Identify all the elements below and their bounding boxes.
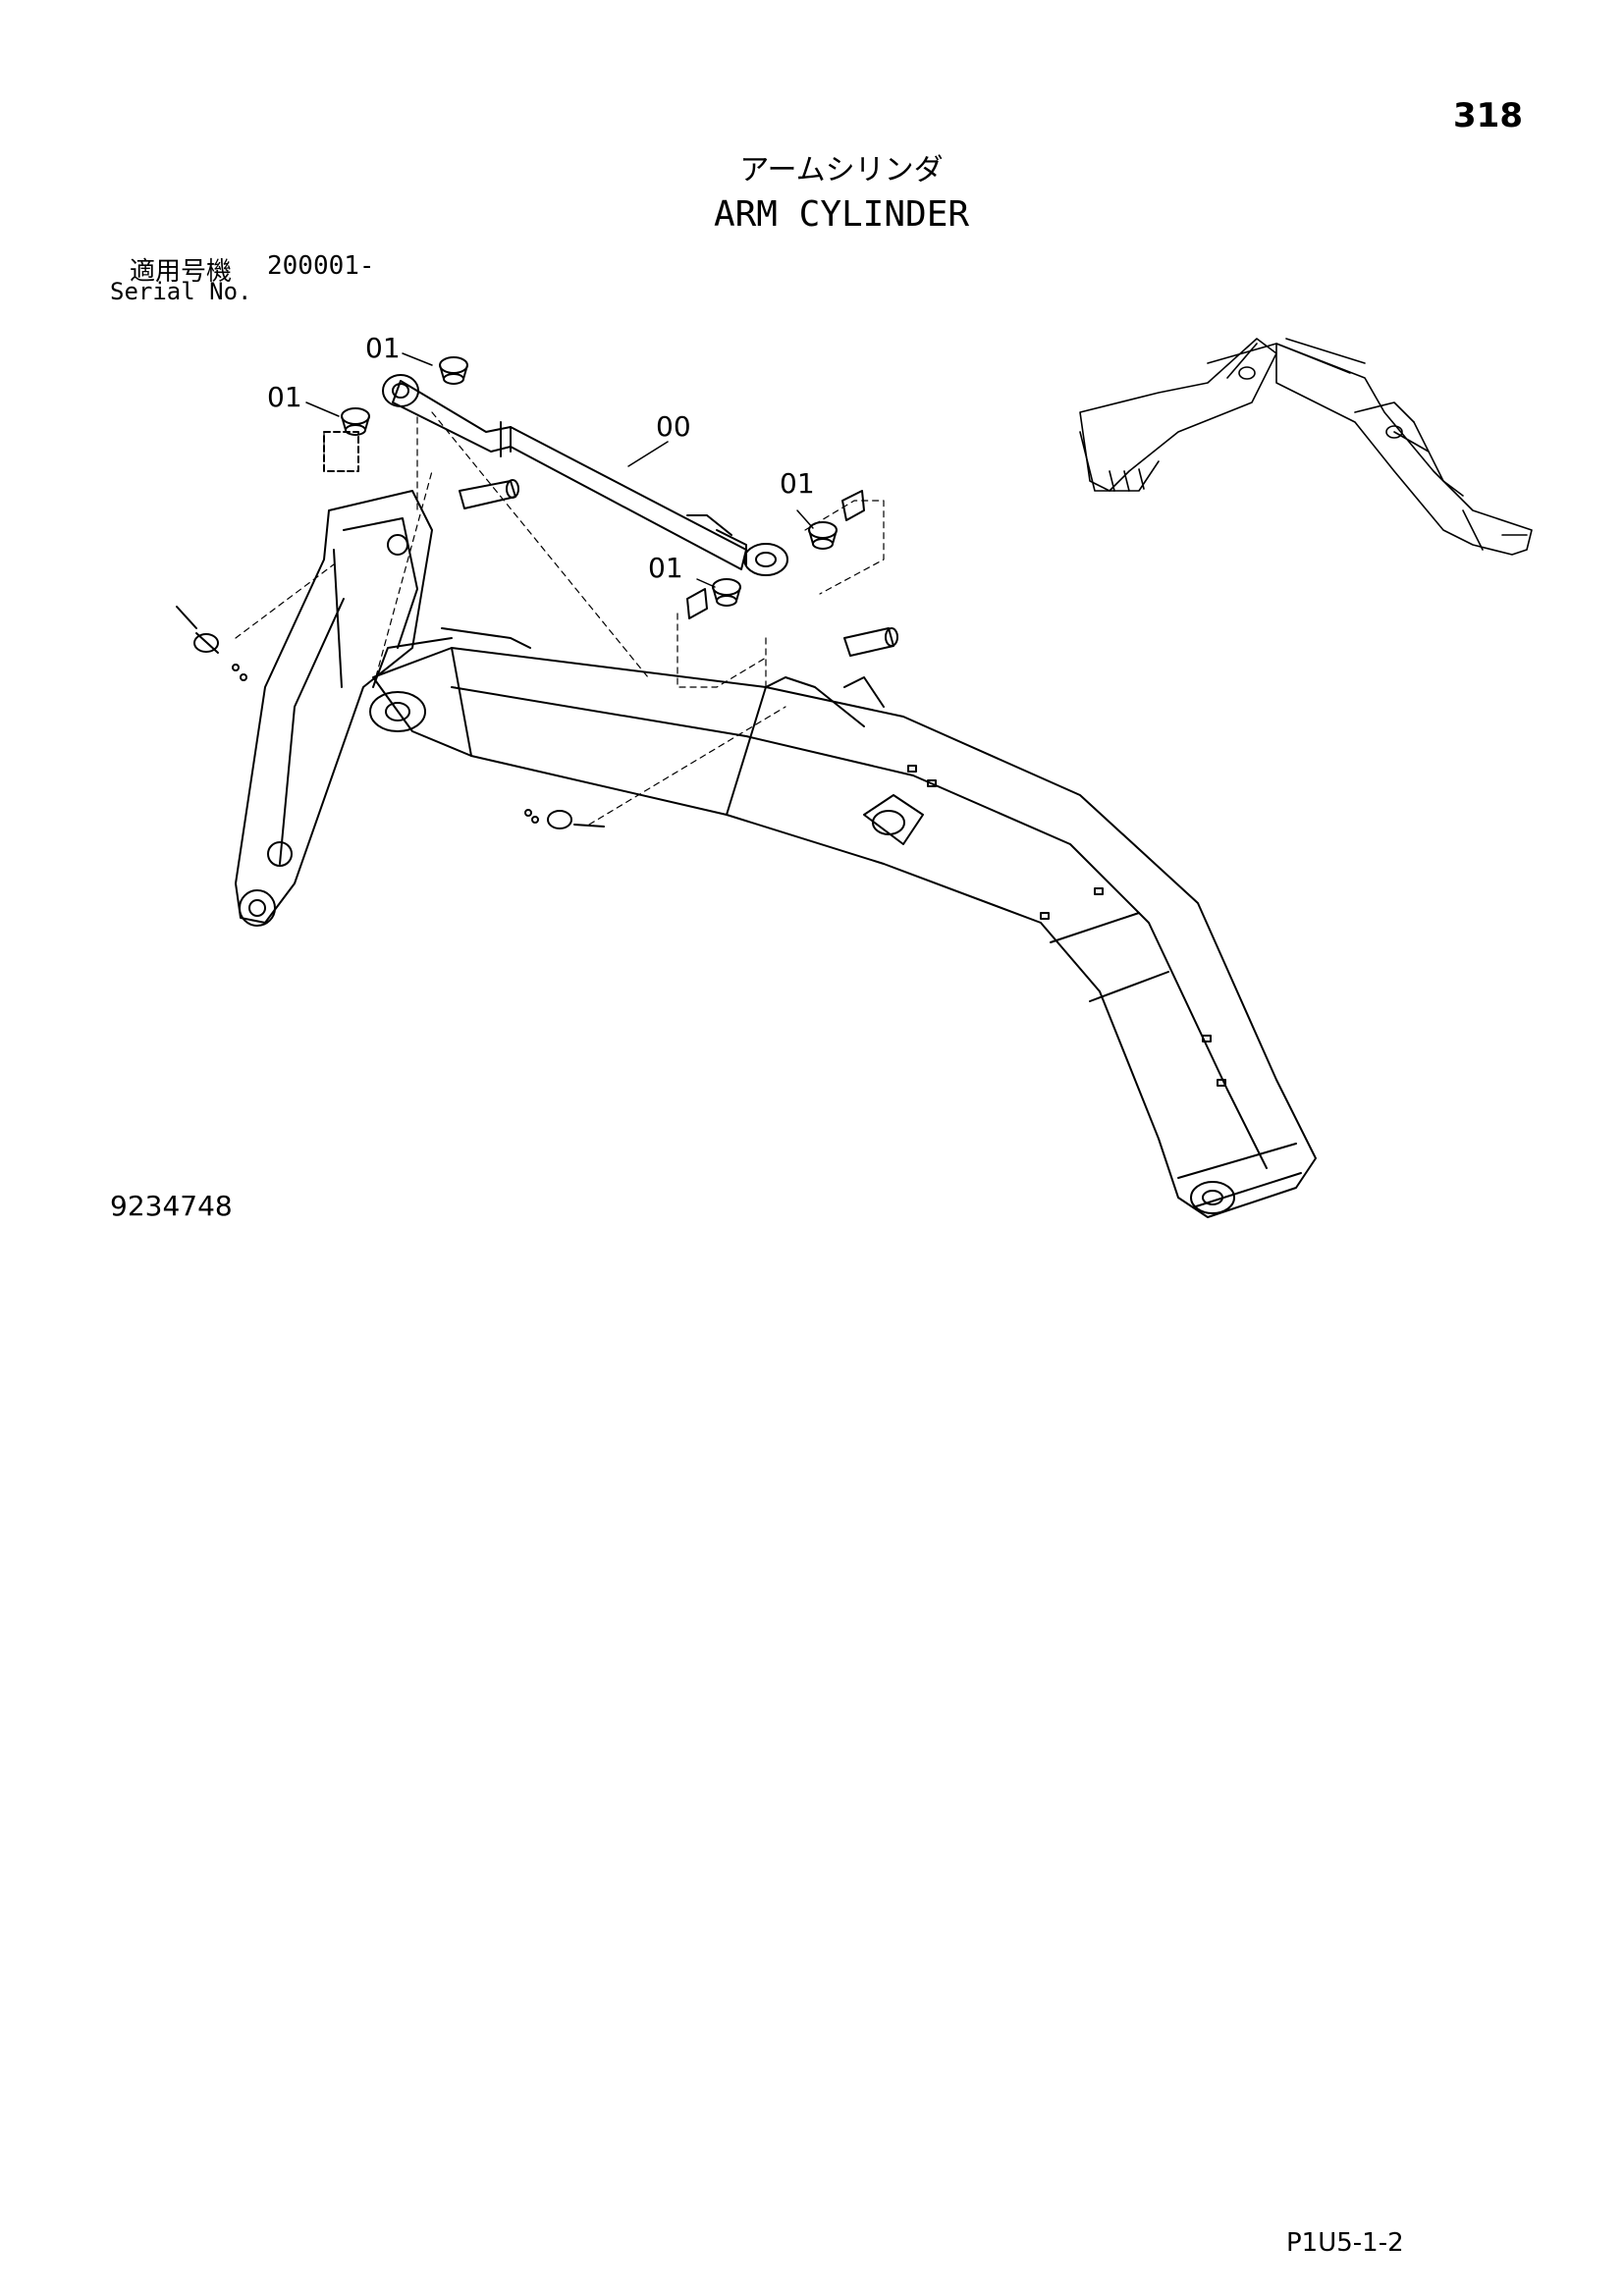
- bushings-drawing: [341, 356, 838, 607]
- callout-00-cylinder: 00: [656, 410, 691, 443]
- serial-label-english: Serial No.: [110, 278, 252, 305]
- serial-value: 200001-: [267, 251, 375, 281]
- pins-drawing: [459, 479, 898, 657]
- bolt-assembly-arm: [524, 809, 605, 829]
- page-code: P1U5-1-2: [1286, 2228, 1404, 2258]
- arm-cylinder-drawing: [382, 374, 788, 576]
- bolt-assembly-left: [176, 606, 247, 681]
- callout-01-left: 01: [267, 381, 302, 413]
- seal-plates-drawing: [323, 431, 865, 619]
- callout-01-top: 01: [365, 332, 401, 364]
- alignment-lines: [235, 411, 885, 826]
- leader-lines: [305, 352, 814, 588]
- title-japanese: アームシリンダ: [739, 153, 944, 187]
- arm-drawing: [369, 627, 1317, 1218]
- boom-drawing: [235, 490, 433, 927]
- callout-01-right-upper: 01: [780, 467, 815, 500]
- drawing-number: 9234748: [110, 1190, 233, 1222]
- page-number: 318: [1453, 96, 1523, 135]
- inset-machine-view: [1079, 338, 1533, 556]
- title-english: ARM CYLINDER: [713, 194, 970, 235]
- callout-01-right-lower: 01: [648, 552, 683, 584]
- serial-label-japanese: 適用号機: [130, 257, 233, 287]
